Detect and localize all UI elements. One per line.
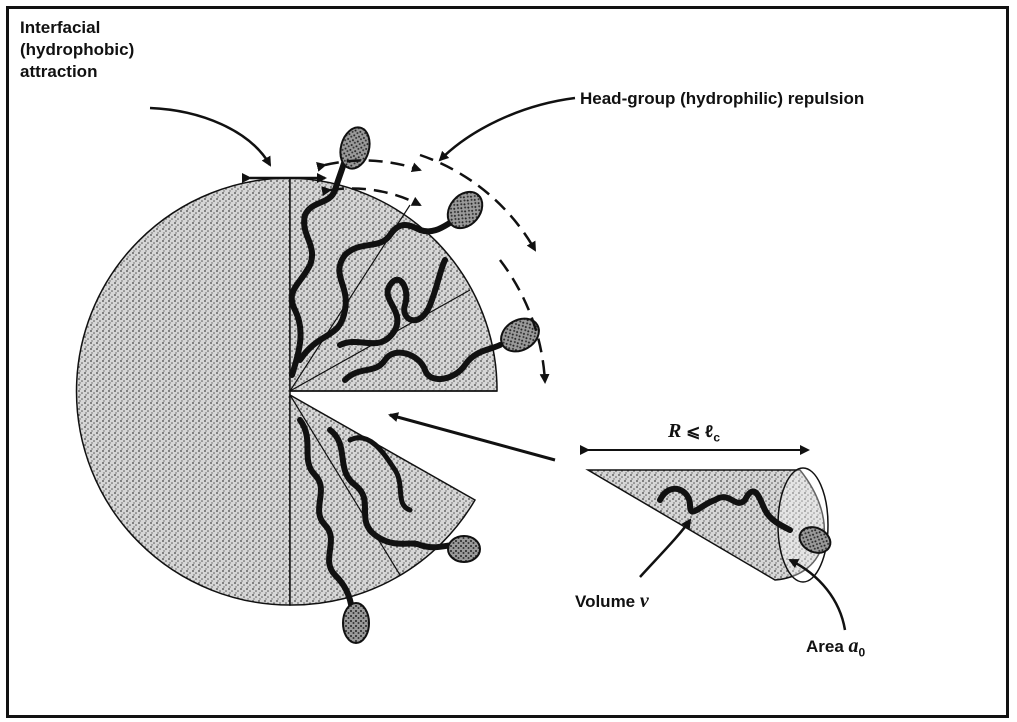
- area-text: Area: [806, 637, 844, 656]
- head-group-4: [448, 536, 480, 562]
- area-label: Area a0: [806, 635, 865, 663]
- head-group-5: [343, 603, 369, 643]
- insertion-arrow: [390, 415, 555, 460]
- radius-symbol: R: [668, 420, 681, 442]
- radius-label: R ⩽ ℓc: [668, 420, 720, 448]
- headgroup-label: Head-group (hydrophilic) repulsion: [580, 88, 864, 110]
- volume-text: Volume: [575, 592, 635, 611]
- interfacial-label: Interfacial (hydrophobic) attraction: [20, 17, 134, 83]
- head-group-3: [495, 312, 545, 358]
- volume-symbol: v: [640, 590, 649, 612]
- radius-subscript: c: [713, 430, 720, 444]
- volume-callout-arrow: [640, 520, 690, 577]
- headgroup-callout-arrow: [440, 98, 575, 160]
- area-symbol: a: [849, 635, 859, 657]
- volume-label: Volume v: [575, 590, 649, 613]
- area-subscript: 0: [859, 645, 866, 659]
- interfacial-callout-arrow: [150, 108, 270, 165]
- micelle-core-half: [77, 178, 291, 605]
- radius-relation: ⩽ ℓ: [686, 422, 713, 441]
